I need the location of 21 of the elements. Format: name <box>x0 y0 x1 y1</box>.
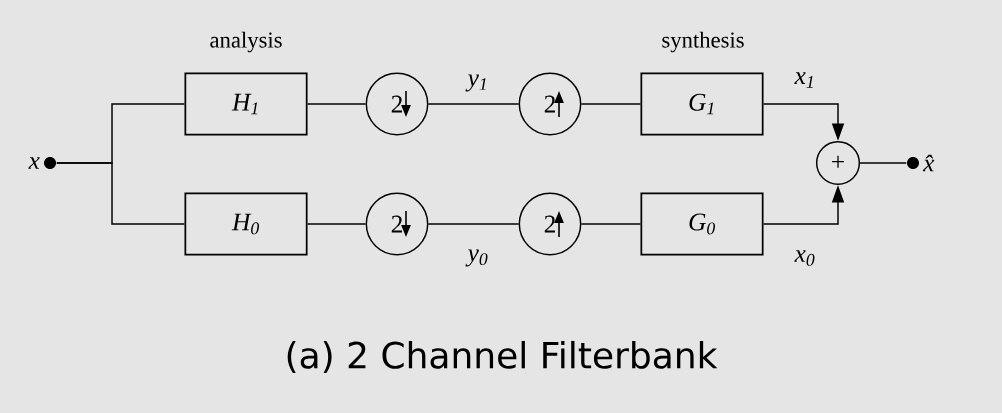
edge-label: x$_{0}$ <box>794 250 815 266</box>
connector <box>427 223 520 225</box>
filter-box: G$_{1}$ <box>640 72 764 136</box>
filter-box: G$_{0}$ <box>640 192 764 256</box>
filter-box: H$_{0}$ <box>184 192 308 256</box>
connector <box>580 223 642 225</box>
edge-label: y$_{0}$ <box>465 249 488 267</box>
connector <box>580 103 642 105</box>
connector <box>306 223 367 225</box>
connector <box>859 162 907 164</box>
connector <box>306 103 367 105</box>
edge-label: y$_{1}$ <box>465 74 486 92</box>
caption: (a) 2 Channel Filterbank <box>287 340 718 374</box>
node-label: x̂ <box>922 154 935 172</box>
terminal: x̂ <box>906 154 935 172</box>
edge-label: x$_{1}$ <box>794 72 813 88</box>
connector <box>56 162 186 225</box>
node-label: x <box>28 157 40 169</box>
filter-box: H$_{1}$ <box>184 72 308 136</box>
connector <box>427 103 520 105</box>
terminal: x <box>28 156 57 170</box>
